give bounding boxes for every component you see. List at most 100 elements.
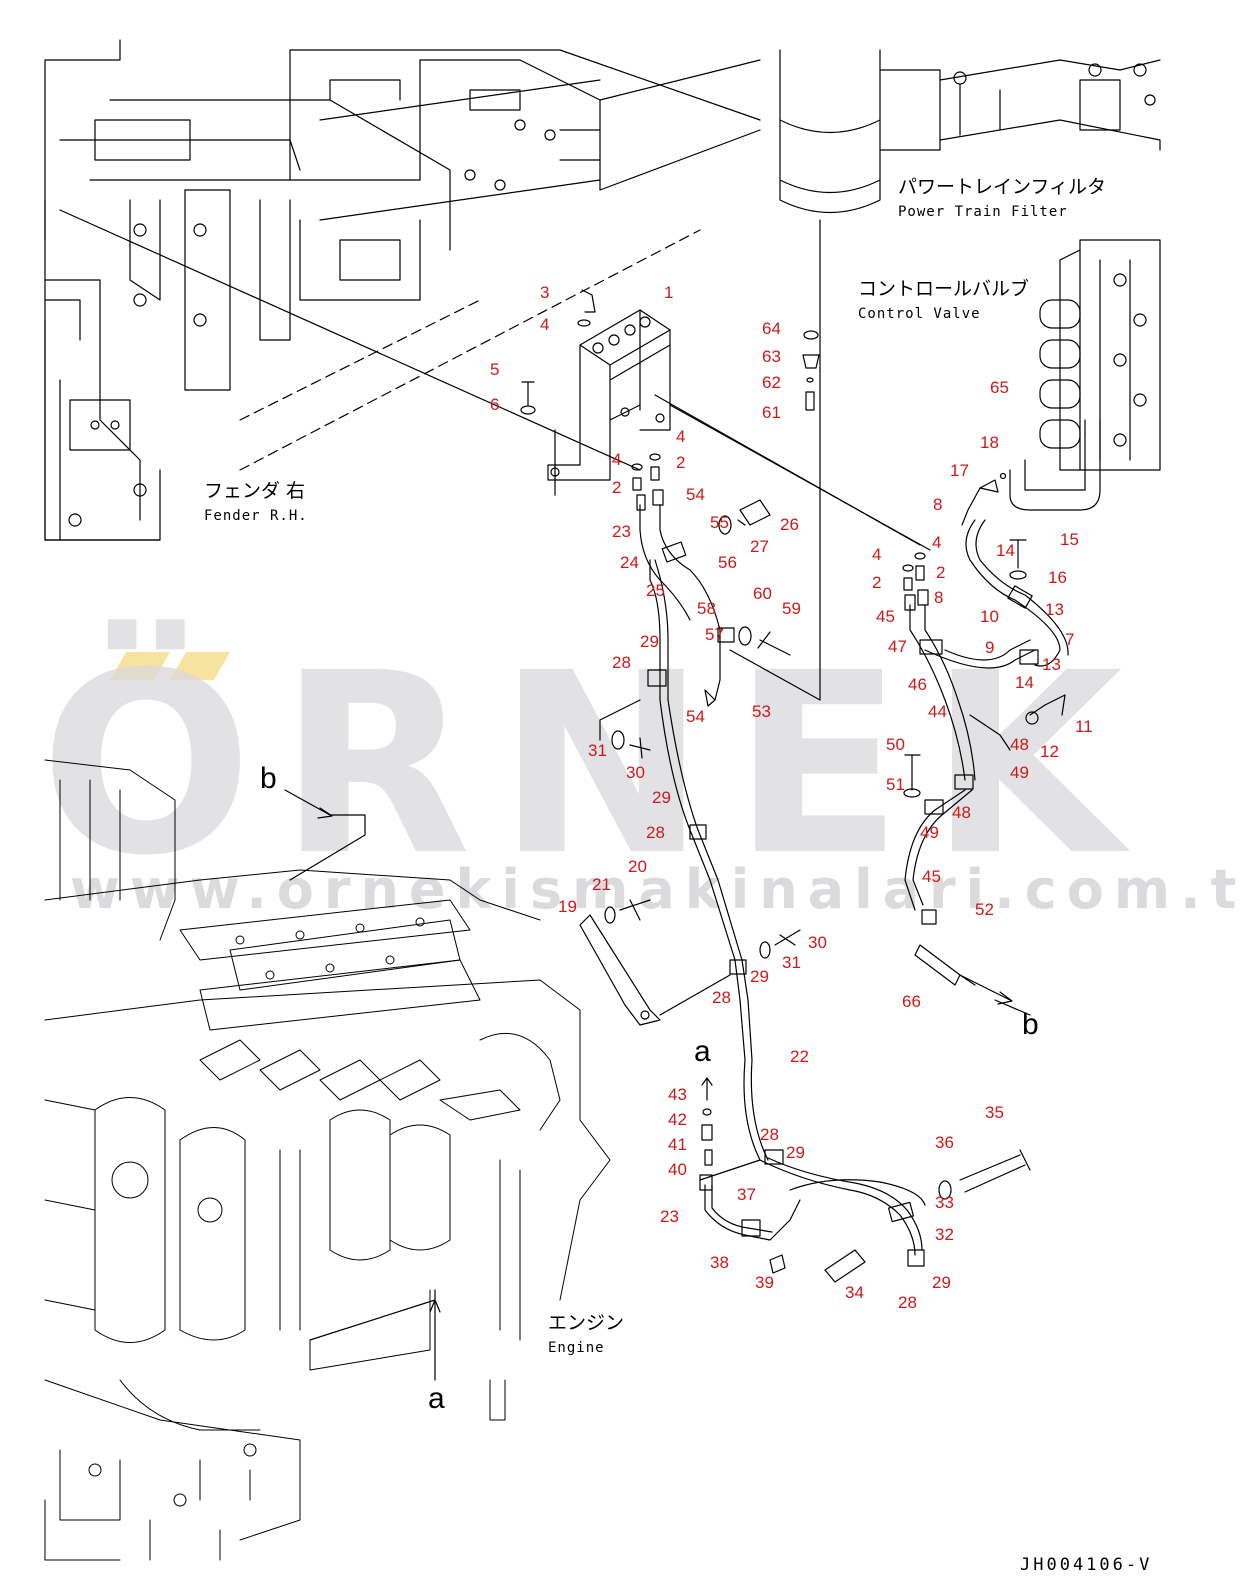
callout-18: 18 bbox=[980, 433, 999, 452]
view-marker-a-bottom: a bbox=[428, 1382, 445, 1415]
view-marker-b-bottom: b bbox=[1022, 1008, 1039, 1041]
bolt-15 bbox=[1009, 539, 1027, 569]
watermark-url: www.ornekismakinalari.com.tr bbox=[70, 858, 1242, 921]
control-valve-drawing bbox=[1009, 239, 1161, 511]
view-marker-b-top: b bbox=[260, 762, 277, 795]
callout-2-repeat-1: 2 bbox=[676, 453, 685, 472]
callout-17: 17 bbox=[950, 461, 969, 480]
callout-2-repeat-2: 2 bbox=[872, 573, 881, 592]
callout-62: 62 bbox=[762, 373, 781, 392]
leader-line-frame bbox=[59, 209, 641, 471]
callout-44: 44 bbox=[928, 702, 947, 721]
callout-32: 32 bbox=[935, 1225, 954, 1244]
label-fender-en: Fender R.H. bbox=[204, 508, 308, 524]
lower-hose-drawing bbox=[699, 1077, 1031, 1283]
callout-5: 5 bbox=[490, 360, 499, 379]
callout-12: 12 bbox=[1040, 742, 1059, 761]
callout-4: 4 bbox=[540, 315, 549, 334]
bolt-30-upper bbox=[629, 737, 651, 759]
label-control-valve-jp: コントロールバルブ bbox=[858, 278, 1030, 300]
sensor-66-drawing bbox=[914, 944, 1031, 1016]
callout-23: 23 bbox=[612, 522, 631, 541]
elbow-3 bbox=[581, 289, 596, 313]
bolt-11 bbox=[1044, 694, 1066, 716]
callout-55: 55 bbox=[710, 513, 729, 532]
washer-51 bbox=[903, 788, 921, 798]
callout-63: 63 bbox=[762, 347, 781, 366]
callout-41: 41 bbox=[668, 1135, 687, 1154]
callout-66: 66 bbox=[902, 992, 921, 1011]
callout-2-repeat-3: 2 bbox=[936, 563, 945, 582]
engine-drawing bbox=[44, 759, 611, 1561]
callout-20: 20 bbox=[628, 857, 647, 876]
power-train-filter-drawing bbox=[729, 49, 1161, 701]
label-fender-jp: フェンダ 右 bbox=[204, 480, 306, 502]
callout-28-repeat-3: 28 bbox=[760, 1125, 779, 1144]
fittings-2-4 bbox=[631, 453, 929, 611]
left-hose-drawing bbox=[639, 504, 769, 1161]
plug-18 bbox=[999, 472, 1007, 480]
callout-48-repeat-1: 48 bbox=[952, 803, 971, 822]
callout-19: 19 bbox=[558, 897, 577, 916]
callout-51: 51 bbox=[886, 775, 905, 794]
washer-31-upper bbox=[611, 730, 625, 750]
callout-48: 48 bbox=[1010, 735, 1029, 754]
callout-4-repeat-3: 4 bbox=[872, 545, 881, 564]
label-power-train-filter-jp: パワートレインフィルタ bbox=[898, 176, 1107, 198]
callout-16: 16 bbox=[1048, 568, 1067, 587]
callout-33: 33 bbox=[935, 1193, 954, 1212]
label-engine-jp: エンジン bbox=[548, 1312, 625, 1334]
bolt-26 bbox=[737, 499, 771, 526]
callout-2: 2 bbox=[612, 478, 621, 497]
bolt-20 bbox=[619, 899, 651, 921]
callout-52: 52 bbox=[975, 900, 994, 919]
washer-31-lower bbox=[759, 941, 771, 959]
callout-24: 24 bbox=[620, 553, 639, 572]
fitting-17 bbox=[979, 479, 999, 493]
view-b-arrow-top bbox=[317, 807, 333, 819]
callout-47: 47 bbox=[888, 637, 907, 656]
label-control-valve-en: Control Valve bbox=[858, 306, 981, 322]
callout-31: 31 bbox=[588, 741, 607, 760]
callout-27: 27 bbox=[750, 537, 769, 556]
callout-34: 34 bbox=[845, 1283, 864, 1302]
callout-9: 9 bbox=[985, 638, 994, 657]
callout-49: 49 bbox=[1010, 763, 1029, 782]
callout-29-repeat-2: 29 bbox=[750, 967, 769, 986]
machine-frame-drawing bbox=[44, 39, 761, 541]
view-marker-a-top: a bbox=[694, 1035, 711, 1068]
callout-42: 42 bbox=[668, 1110, 687, 1129]
callout-64: 64 bbox=[762, 319, 781, 338]
bolt-59 bbox=[757, 631, 791, 656]
callout-13: 13 bbox=[1045, 600, 1064, 619]
leader-line-clamp-30 bbox=[599, 699, 641, 741]
line-8 bbox=[961, 487, 981, 526]
callout-4-repeat-2: 4 bbox=[676, 427, 685, 446]
callout-6: 6 bbox=[490, 395, 499, 414]
drawing-code: JH004106-V bbox=[1020, 1555, 1153, 1575]
washer-6 bbox=[520, 405, 536, 415]
callout-8: 8 bbox=[933, 495, 942, 514]
callout-28-repeat-4: 28 bbox=[898, 1293, 917, 1312]
washer-60 bbox=[738, 626, 752, 646]
callout-65: 65 bbox=[990, 378, 1009, 397]
callout-7: 7 bbox=[1065, 630, 1074, 649]
watermark-brand: ÖRNEK bbox=[40, 619, 1149, 910]
callout-22: 22 bbox=[790, 1047, 809, 1066]
callout-29-repeat-4: 29 bbox=[932, 1273, 951, 1292]
callout-14: 14 bbox=[996, 541, 1015, 560]
callout-61: 61 bbox=[762, 403, 781, 422]
callout-45-repeat-1: 45 bbox=[922, 867, 941, 886]
label-power-train-filter-en: Power Train Filter bbox=[898, 204, 1068, 220]
callout-21: 21 bbox=[592, 875, 611, 894]
view-b-arrow-bottom bbox=[959, 974, 1013, 1005]
callout-28: 28 bbox=[612, 653, 631, 672]
callout-37: 37 bbox=[737, 1185, 756, 1204]
callout-60: 60 bbox=[753, 584, 772, 603]
callout-1: 1 bbox=[664, 283, 673, 302]
callout-46: 46 bbox=[908, 675, 927, 694]
callout-57: 57 bbox=[705, 625, 724, 644]
callout-28-repeat-1: 28 bbox=[646, 823, 665, 842]
